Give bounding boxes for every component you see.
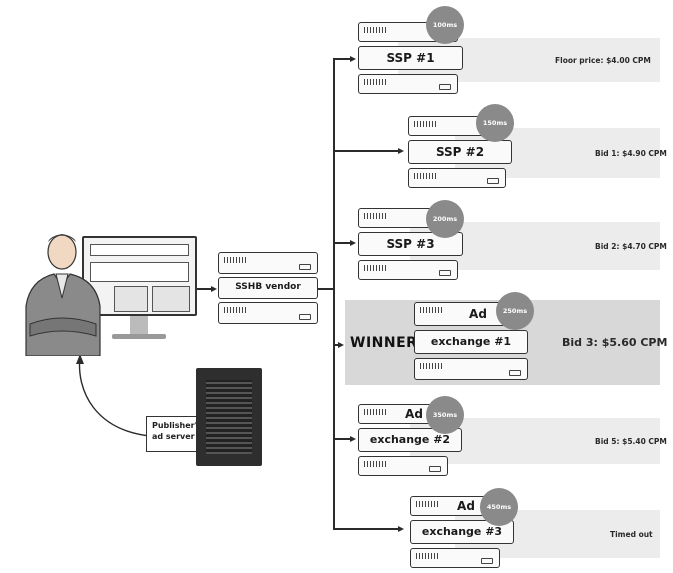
- ssp1-label: SSP #1: [386, 51, 435, 65]
- vendor-label: SSHB vendor: [235, 282, 301, 292]
- branch-exchange3: [333, 528, 399, 530]
- latency-badge-exchange3: 450ms: [480, 488, 518, 526]
- result-ssp2: Bid 1: $4.90 CPM: [595, 149, 667, 158]
- arrow-ssp2-icon: [398, 148, 404, 154]
- server-unit: exchange #1: [414, 330, 528, 354]
- server-unit: [414, 358, 528, 380]
- arrow-vendor-icon: [211, 286, 217, 292]
- server-unit: [410, 548, 500, 568]
- branch-winner: [333, 344, 339, 346]
- arrow-ssp3-icon: [350, 240, 356, 246]
- exchange3-server-stack: Ad exchange #3: [410, 496, 514, 570]
- latency-badge-ssp1: 100ms: [426, 6, 464, 44]
- server-unit: SSP #3: [358, 232, 463, 256]
- fanout-trunk-line: [333, 58, 335, 528]
- server-unit: SSP #2: [408, 140, 512, 164]
- arrow-ssp1-icon: [350, 56, 356, 62]
- ad-placeholder-icon: [114, 286, 148, 312]
- server-unit: [358, 260, 458, 280]
- result-exchange1: Bid 3: $5.60 CPM: [562, 336, 668, 349]
- branch-ssp2: [333, 150, 399, 152]
- server-unit: Ad: [414, 302, 512, 326]
- vendor-to-trunk-line: [318, 288, 333, 290]
- exchange2-server-stack: Ad exchange #2: [358, 404, 462, 478]
- latency-badge-exchange2: 350ms: [426, 396, 464, 434]
- server-unit: [408, 168, 506, 188]
- latency-badge-exchange1: 250ms: [496, 292, 534, 330]
- computer-to-vendor-line: [196, 288, 212, 290]
- server-unit: [218, 252, 318, 274]
- vendor-server-stack: SSHB vendor: [218, 252, 318, 324]
- exchange3-label: exchange #3: [421, 525, 503, 538]
- result-exchange2: Bid 5: $5.40 CPM: [595, 437, 667, 446]
- ad-placeholder-icon: [152, 286, 190, 312]
- person-icon: [25, 234, 101, 356]
- result-ssp1: Floor price: $4.00 CPM: [555, 56, 651, 65]
- computer-monitor: [82, 236, 197, 316]
- arrow-exchange3-icon: [398, 526, 404, 532]
- exchange1-top-label: Ad: [469, 307, 487, 321]
- server-unit: Ad: [410, 496, 496, 516]
- winner-label: WINNER: [350, 335, 418, 351]
- server-unit: SSHB vendor: [218, 277, 318, 299]
- server-unit: [358, 456, 448, 476]
- branch-exchange2: [333, 438, 351, 440]
- publisher-line1: Publisher's: [152, 421, 202, 430]
- branch-ssp3: [333, 242, 351, 244]
- exchange2-top-label: Ad: [405, 407, 423, 421]
- server-unit: Ad: [358, 404, 446, 424]
- result-ssp3: Bid 2: $4.70 CPM: [595, 242, 667, 251]
- exchange1-label: exchange #1: [430, 335, 512, 348]
- publisher-line2: ad server: [152, 432, 195, 441]
- result-exchange3: Timed out: [610, 530, 653, 539]
- ssp2-label: SSP #2: [435, 145, 485, 159]
- monitor-stand: [130, 316, 148, 334]
- arrow-winner-icon: [338, 342, 344, 348]
- latency-badge-ssp3: 200ms: [426, 200, 464, 238]
- server-unit: SSP #1: [358, 46, 463, 70]
- exchange1-server-stack: Ad exchange #1: [414, 302, 528, 384]
- server-unit: [218, 302, 318, 324]
- server-unit: exchange #2: [358, 428, 462, 452]
- latency-badge-ssp2: 150ms: [476, 104, 514, 142]
- branch-ssp1: [333, 58, 351, 60]
- exchange2-label: exchange #2: [369, 433, 451, 446]
- exchange3-top-label: Ad: [457, 499, 475, 513]
- arrow-exchange2-icon: [350, 436, 356, 442]
- monitor-base: [112, 334, 166, 339]
- server-unit: [358, 74, 458, 94]
- ad-server-tower-icon: [196, 368, 262, 466]
- ssp3-label: SSP #3: [386, 237, 435, 251]
